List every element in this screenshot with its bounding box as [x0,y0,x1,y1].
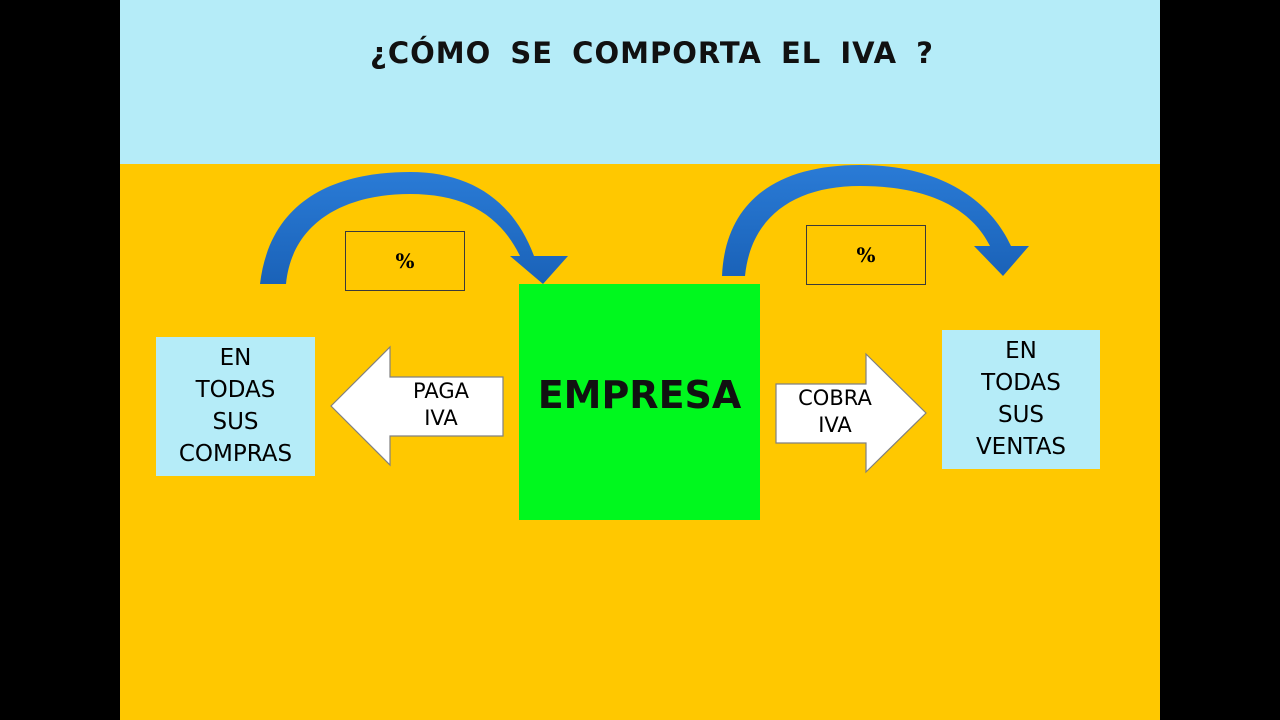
curved-arrow-left-icon [260,172,568,284]
compras-line: SUS [212,409,259,435]
block-arrow-right-icon [775,352,927,474]
compras-line: TODAS [195,377,276,403]
empresa-box: EMPRESA [519,284,760,520]
ventas-line: VENTAS [975,434,1067,460]
paga-iva-line: PAGA [413,379,469,403]
compras-line: COMPRAS [178,441,293,467]
ventas-line: SUS [997,402,1045,428]
slide: ¿CÓMO SE COMPORTA EL IVA ? % % EMPRESA E [120,0,1160,720]
diagram-graphics [260,165,1029,474]
right-percent-box: % [806,225,926,285]
ventas-line: EN [1005,338,1037,364]
left-percent-box: % [345,231,465,291]
curved-arrow-right-icon [722,165,1029,276]
paga-iva-line: IVA [424,406,458,430]
paga-iva-label: PAGA IVA [386,378,496,432]
ventas-box: EN TODAS SUS VENTAS [942,330,1100,469]
title-banner: ¿CÓMO SE COMPORTA EL IVA ? [120,0,1160,164]
block-arrow-left-icon [330,345,504,467]
cobra-iva-line: COBRA [798,386,872,410]
cobra-iva-line: IVA [818,413,852,437]
ventas-line: TODAS [981,370,1061,396]
compras-box: EN TODAS SUS COMPRAS [156,337,315,476]
page-title: ¿CÓMO SE COMPORTA EL IVA ? [370,36,934,70]
cobra-iva-label: COBRA IVA [780,385,890,439]
compras-line: EN [219,345,252,371]
